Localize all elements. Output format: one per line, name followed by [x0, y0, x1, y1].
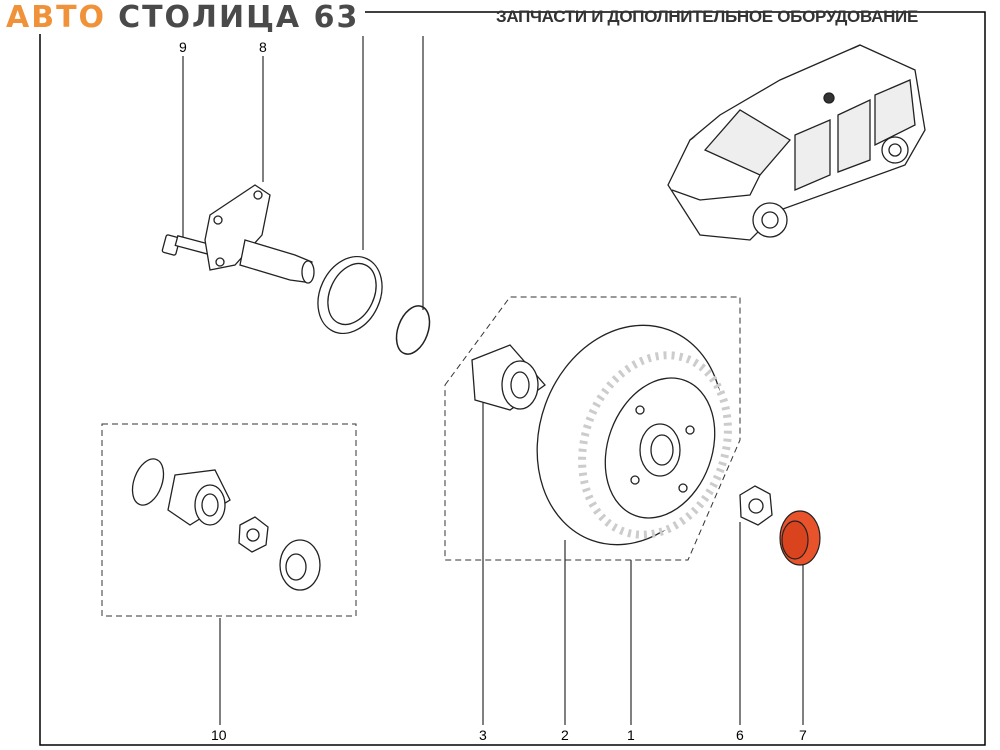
brake-drum-part-2: [536, 324, 732, 546]
drum-assembly-box: [444, 296, 741, 561]
kit-10-box: [101, 423, 357, 617]
callout-labels: 9 8 10 3 2 1 6 7: [179, 39, 807, 743]
brand-name-part1: АВТО: [6, 0, 107, 35]
hub-cap-part-7-highlighted: [779, 510, 821, 566]
callout-9: 9: [179, 39, 187, 55]
callout-2: 2: [561, 727, 569, 743]
diagram-frame: [39, 11, 986, 746]
callout-10: 10: [211, 727, 227, 743]
circlip-part-5: [395, 305, 431, 355]
brand-name-part2: СТОЛИЦА 63: [118, 0, 360, 35]
seal-ring-part-4: [317, 255, 383, 335]
callout-8: 8: [259, 39, 267, 55]
bearing-part-3: [471, 344, 546, 411]
nut-part-6: [739, 485, 773, 526]
callout-lines: [182, 36, 804, 725]
stub-axle-part-8: [204, 184, 315, 284]
bolt-part-9: [161, 234, 212, 256]
callout-7: 7: [799, 727, 807, 743]
brand-logo: АВТО СТОЛИЦА 63: [6, 0, 366, 35]
tagline: ЗАПЧАСТИ И ДОПОЛНИТЕЛЬНОЕ ОБОРУДОВАНИЕ: [496, 7, 919, 26]
callout-3: 3: [479, 727, 487, 743]
car-icon: [667, 44, 926, 241]
callout-6: 6: [736, 727, 744, 743]
callout-1: 1: [627, 727, 635, 743]
kit-10-parts: [131, 458, 321, 591]
